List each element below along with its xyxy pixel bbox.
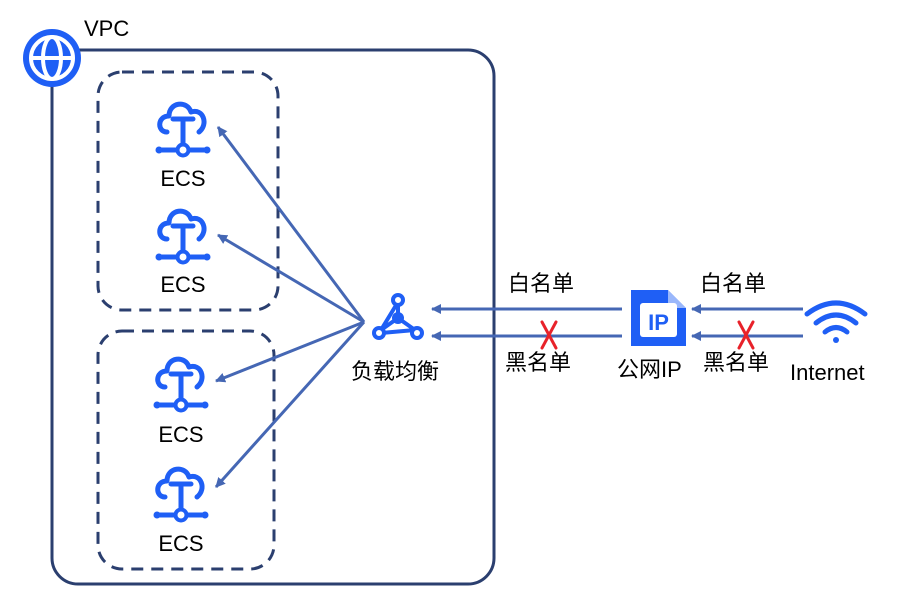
globe-icon <box>23 29 81 87</box>
cloud-server-icon <box>154 359 209 410</box>
vpc-boundary <box>50 48 496 586</box>
lb-to-ecs-arrow <box>215 320 365 383</box>
vpc-label: VPC <box>84 16 130 41</box>
cloud-server-icon <box>154 469 209 520</box>
cloud-server-icon <box>156 104 211 155</box>
whitelist-label: 白名单 <box>508 271 575 296</box>
blocked-cross-icon <box>737 320 755 350</box>
blacklist-label: 黑名单 <box>703 350 770 375</box>
blacklist-label: 黑名单 <box>505 350 572 375</box>
lb-to-ecs-arrow <box>214 320 366 489</box>
wifi-icon <box>804 300 868 343</box>
ecs-label: ECS <box>160 166 206 191</box>
load-balancer-label: 负载均衡 <box>351 359 440 384</box>
internet-label: Internet <box>790 360 865 385</box>
load-balancer-icon <box>372 293 424 340</box>
ecs-group-1 <box>96 70 280 312</box>
ecs-label: ECS <box>158 422 204 447</box>
public-ip-label: 公网IP <box>617 357 682 382</box>
lb-to-ecs-arrow <box>216 126 366 323</box>
blocked-cross-icon <box>540 320 558 350</box>
ip-document-icon: IP <box>631 290 686 346</box>
whitelist-label: 白名单 <box>700 271 767 296</box>
ip-icon-text: IP <box>648 310 669 335</box>
ecs-label: ECS <box>158 531 204 556</box>
cloud-server-icon <box>156 211 211 262</box>
ecs-group-2 <box>96 329 276 571</box>
ecs-label: ECS <box>160 272 206 297</box>
lb-to-ecs-arrow <box>217 233 365 324</box>
